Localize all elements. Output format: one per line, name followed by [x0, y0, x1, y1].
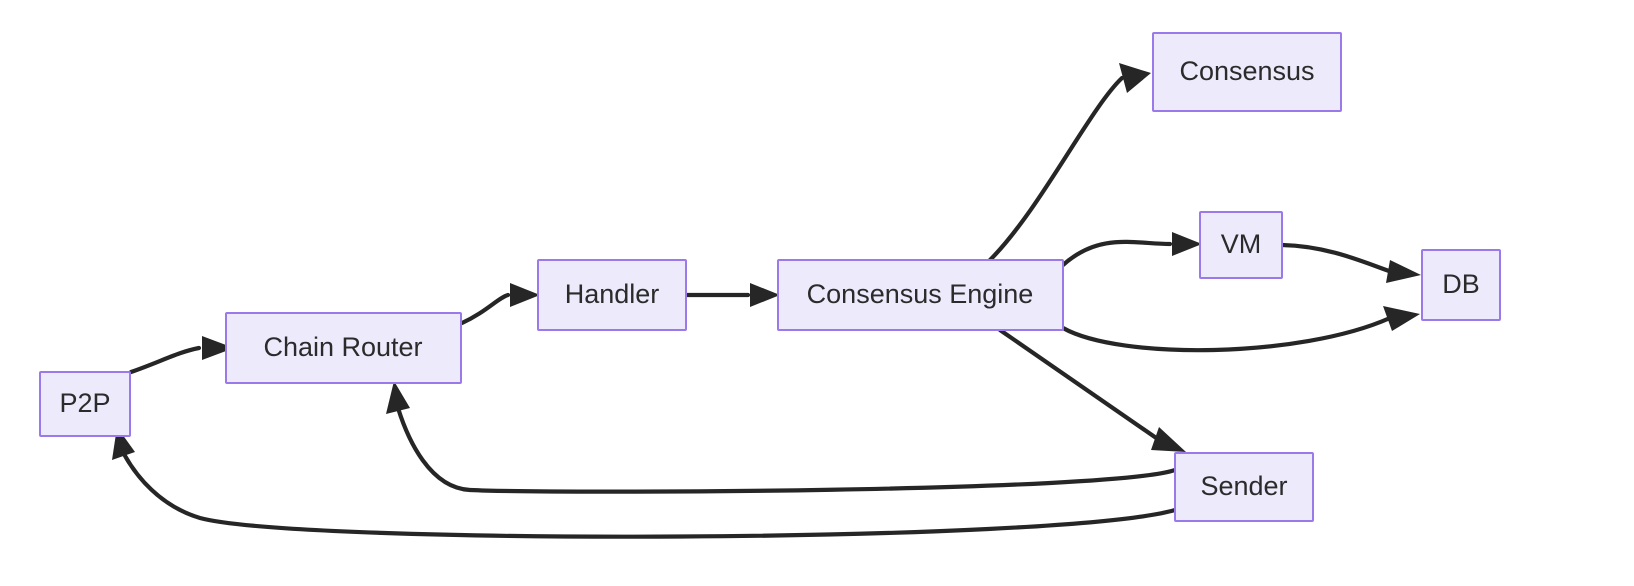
- node-chain-router[interactable]: Chain Router: [225, 312, 462, 384]
- edge-engine-sender: [997, 327, 1186, 452]
- arrowhead-engine-consensus: [1119, 63, 1151, 93]
- node-vm[interactable]: VM: [1199, 211, 1283, 279]
- edge-engine-consensus: [987, 63, 1151, 263]
- edge-p2p-router: [128, 336, 234, 375]
- edge-engine-db: [1060, 306, 1420, 353]
- node-consensus-engine[interactable]: Consensus Engine: [777, 259, 1064, 331]
- arrowhead-engine-sender: [1151, 427, 1186, 452]
- node-db[interactable]: DB: [1421, 249, 1501, 321]
- arrowhead-engine-db: [1383, 306, 1420, 331]
- edge-router-handler: [459, 283, 540, 326]
- edge-layer: [112, 63, 1421, 539]
- edge-handler-engine: [683, 283, 780, 307]
- node-handler[interactable]: Handler: [537, 259, 687, 331]
- node-label-consensus: Consensus: [1179, 56, 1314, 86]
- edge-vm-db: [1279, 242, 1421, 283]
- edge-engine-vm: [1060, 232, 1202, 268]
- arrowhead-p2p-router: [202, 336, 234, 360]
- edge-sender-p2p: [112, 427, 1178, 539]
- arrowhead-router-handler: [510, 283, 540, 307]
- node-p2p[interactable]: P2P: [39, 371, 131, 437]
- arrowhead-sender-router: [386, 381, 410, 414]
- node-label-db: DB: [1442, 269, 1480, 299]
- arrowhead-handler-engine: [750, 283, 780, 307]
- node-label-handler: Handler: [565, 279, 660, 309]
- node-label-p2p: P2P: [59, 388, 110, 418]
- arrowhead-vm-db: [1386, 260, 1421, 283]
- arrowhead-engine-vm: [1172, 232, 1202, 256]
- node-label-sender: Sender: [1200, 471, 1287, 501]
- node-layer: P2P Chain Router Handler Consensus Engin…: [39, 32, 1501, 522]
- node-label-chain-router: Chain Router: [263, 332, 422, 362]
- node-label-vm: VM: [1221, 229, 1262, 259]
- node-label-consensus-engine: Consensus Engine: [807, 279, 1034, 309]
- node-consensus[interactable]: Consensus: [1152, 32, 1342, 112]
- node-sender[interactable]: Sender: [1174, 452, 1314, 522]
- edge-sender-router: [386, 381, 1178, 494]
